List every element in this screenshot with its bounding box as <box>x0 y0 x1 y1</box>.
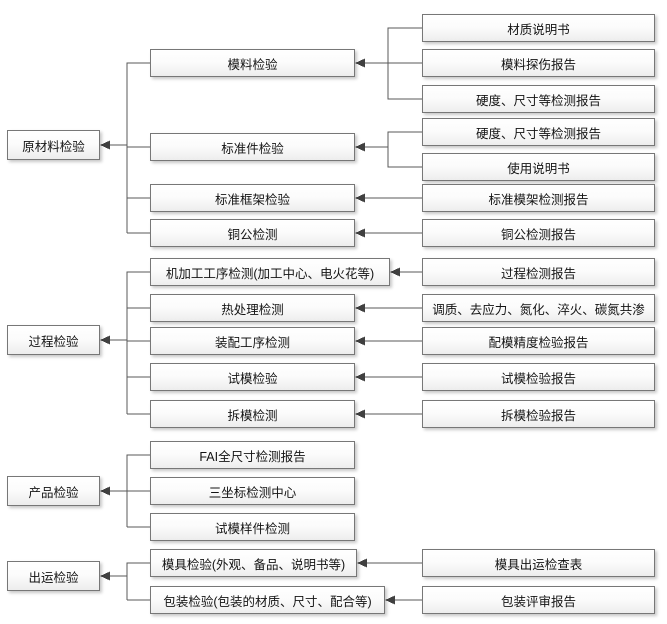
arrowhead <box>355 193 365 203</box>
doc-packaging-review-report: 包装评审报告 <box>422 586 655 614</box>
connectors-raw-material-right <box>355 27 422 238</box>
doc-mold-fitting-precision-report: 配模精度检验报告 <box>422 327 655 355</box>
arrowhead <box>355 336 365 346</box>
node-standard-frame-inspection: 标准框架检验 <box>150 184 355 212</box>
node-mold-material-inspection: 模料检验 <box>150 49 355 77</box>
doc-hardness-dimension-report-2: 硬度、尺寸等检测报告 <box>422 118 655 146</box>
arrowhead <box>355 409 365 419</box>
arrowhead <box>100 486 110 496</box>
doc-hardness-dimension-report-1: 硬度、尺寸等检测报告 <box>422 85 655 113</box>
node-machining-process-inspection: 机加工工序检测(加工中心、电火花等) <box>150 258 390 286</box>
node-copper-electrode-inspection: 铜公检测 <box>150 219 355 247</box>
connectors-shipment-left <box>100 562 150 601</box>
node-trial-mold-inspection: 试模检验 <box>150 363 355 391</box>
arrowhead <box>100 571 110 581</box>
doc-mold-disassembly-report: 拆模检验报告 <box>422 400 655 428</box>
arrowhead <box>355 228 365 238</box>
doc-process-inspection-report: 过程检测报告 <box>422 258 655 286</box>
arrowhead <box>100 335 110 345</box>
connectors-shipment-right <box>357 558 422 605</box>
doc-heat-treatment-methods: 调质、去应力、氮化、淬火、碳氮共渗 <box>422 294 655 322</box>
node-trial-sample-inspection: 试模样件检测 <box>150 513 355 541</box>
doc-standard-moldbase-report: 标准模架检测报告 <box>422 184 655 212</box>
category-box-shipment: 出运检验 <box>7 561 100 591</box>
node-mold-disassembly-inspection: 拆模检测 <box>150 400 355 428</box>
category-box-product: 产品检验 <box>7 476 100 506</box>
arrowhead <box>390 267 400 277</box>
arrowhead <box>355 58 365 68</box>
doc-copper-electrode-report: 铜公检测报告 <box>422 219 655 247</box>
doc-user-manual: 使用说明书 <box>422 153 655 181</box>
connectors-process-right <box>355 267 422 419</box>
arrowhead <box>355 372 365 382</box>
arrowhead <box>355 303 365 313</box>
arrowhead <box>100 140 110 150</box>
doc-mold-shipment-checklist: 模具出运检查表 <box>422 549 655 577</box>
category-box-process: 过程检验 <box>7 325 100 355</box>
node-mold-inspection: 模具检验(外观、备品、说明书等) <box>150 549 357 577</box>
arrowhead <box>385 595 395 605</box>
node-packaging-inspection: 包装检验(包装的材质、尺寸、配合等) <box>150 586 385 614</box>
arrowhead <box>357 558 367 568</box>
node-cmm-inspection-center: 三坐标检测中心 <box>150 477 355 505</box>
doc-mold-material-flaw-report: 模料探伤报告 <box>422 49 655 77</box>
doc-material-spec: 材质说明书 <box>422 14 655 42</box>
node-heat-treatment-inspection: 热处理检测 <box>150 294 355 322</box>
category-box-raw-material: 原材料检验 <box>7 130 100 160</box>
arrowhead <box>355 142 365 152</box>
connectors-raw-material-left <box>100 62 150 234</box>
node-assembly-process-inspection: 装配工序检测 <box>150 327 355 355</box>
node-standard-parts-inspection: 标准件检验 <box>150 133 355 161</box>
doc-trial-mold-report: 试模检验报告 <box>422 363 655 391</box>
node-fai-full-dimension-report: FAI全尺寸检测报告 <box>150 441 355 469</box>
connectors-process-left <box>100 271 150 415</box>
connectors-product-left <box>100 454 150 528</box>
